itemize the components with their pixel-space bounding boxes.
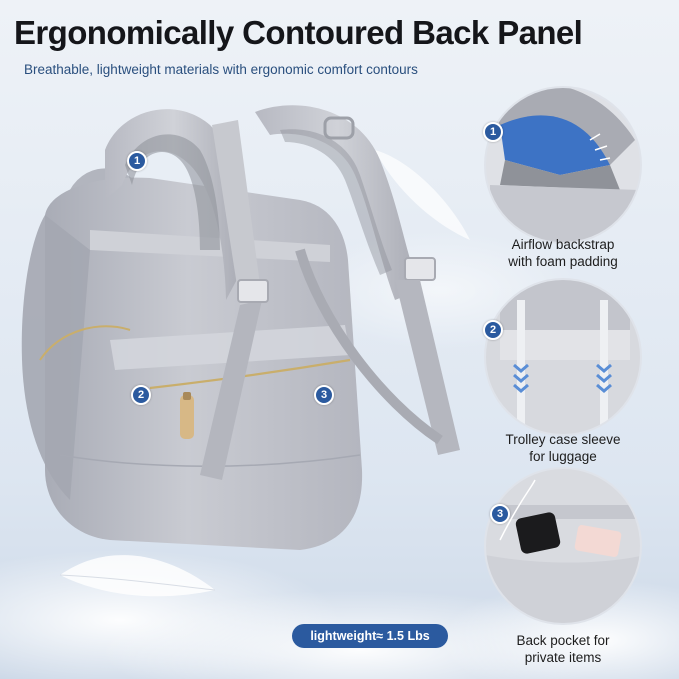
wallet-icon — [574, 525, 622, 557]
badge-2-on-backpack: 2 — [131, 385, 151, 405]
chevron-down-arrows-icon — [513, 363, 612, 393]
feather-icon — [375, 150, 470, 240]
subline: Breathable, lightweight materials with e… — [24, 62, 418, 77]
headline: Ergonomically Contoured Back Panel — [14, 14, 583, 51]
feather-icon — [59, 555, 216, 597]
caption-line: Back pocket for — [516, 633, 610, 648]
caption-line: with foam padding — [508, 254, 618, 269]
badge-3-on-backpack: 3 — [314, 385, 334, 405]
feature-caption-pocket: Back pocket for private items — [493, 632, 633, 666]
phone-icon — [515, 512, 561, 554]
feature-badge-1: 1 — [483, 122, 503, 142]
feature-badge-3: 3 — [490, 504, 510, 524]
caption-line: Trolley case sleeve — [505, 432, 621, 447]
feature-caption-airflow: Airflow backstrap with foam padding — [493, 236, 633, 270]
caption-line: for luggage — [529, 449, 597, 464]
zipper-pull-icon — [180, 392, 194, 439]
caption-line: private items — [524, 650, 602, 665]
weight-badge: lightweight≈ 1.5 Lbs — [292, 624, 448, 648]
badge-1-on-backpack: 1 — [127, 151, 147, 171]
feature-badge-2: 2 — [483, 320, 503, 340]
backpack-icon — [21, 105, 460, 550]
caption-line: Airflow backstrap — [511, 237, 615, 252]
feature-caption-trolley: Trolley case sleeve for luggage — [493, 431, 633, 465]
